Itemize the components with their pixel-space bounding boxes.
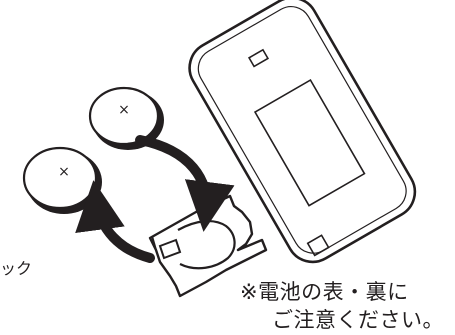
battery-right: ×: [88, 86, 164, 150]
arrow-remove-battery: [75, 180, 155, 263]
remote-control: [188, 0, 417, 264]
battery-left: ×: [22, 146, 102, 214]
arrow-insert-battery: [135, 135, 235, 232]
battery-polarity-icon: ×: [118, 102, 130, 118]
battery-tray-slot: [306, 234, 330, 257]
battery-polarity-icon: ×: [58, 164, 70, 180]
remote-indicator: [247, 48, 270, 68]
edge-label: ック: [0, 259, 33, 278]
polarity-note-line2: ご注意ください。: [272, 308, 444, 332]
polarity-note-line1: ※電池の表・裏に: [240, 280, 409, 304]
remote-display-window: [253, 78, 366, 207]
